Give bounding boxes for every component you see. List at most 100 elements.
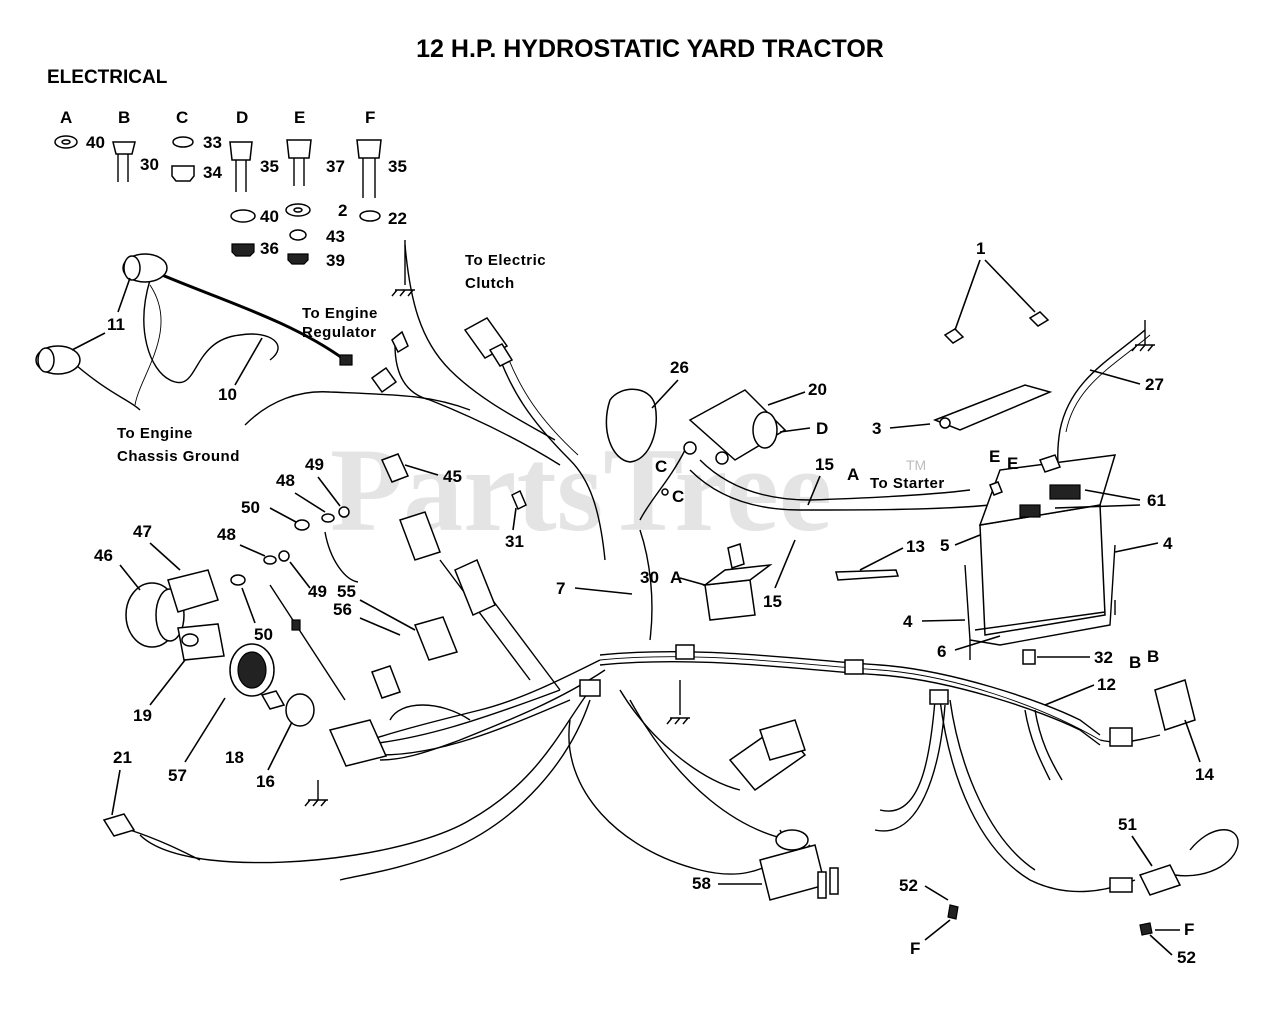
washer-hole-icon — [61, 139, 71, 145]
leader-52b — [1149, 934, 1173, 956]
leader-4b — [921, 619, 966, 622]
leader-4a — [1114, 542, 1159, 553]
ignition-module-top — [759, 719, 806, 761]
tag-b-2: B — [1147, 647, 1159, 666]
washer-50a — [294, 519, 310, 531]
leader-3 — [889, 423, 931, 429]
bolt-head-icon — [229, 141, 253, 161]
battery-terminal-2 — [1049, 484, 1081, 500]
wing-nut-right — [1028, 311, 1050, 327]
harness-to-seat-switch — [939, 699, 1136, 893]
starter-cable-15 — [689, 469, 991, 511]
headlight-plug — [339, 354, 353, 366]
battery-tray-4 — [964, 544, 1116, 646]
leader-56 — [359, 617, 401, 636]
bolt-shank-icon — [235, 160, 247, 192]
tag-f-1: F — [910, 939, 920, 958]
battery-post-e — [1038, 454, 1062, 473]
hardware-letter-f: F — [365, 108, 375, 127]
callout-51: 51 — [1118, 815, 1137, 834]
hardware-letter-c: C — [176, 108, 188, 127]
hardware-num-35b: 35 — [388, 157, 407, 176]
harness-clamp-4 — [579, 679, 601, 697]
flat-washer-hole-icon — [293, 207, 303, 213]
leader-19 — [149, 659, 186, 706]
callout-49a: 49 — [305, 455, 324, 474]
connector-lead-55 — [439, 559, 531, 681]
clutch-wire — [494, 344, 606, 561]
harness-to-coil-2 — [629, 699, 791, 841]
letter-tags: D A C C E E A B B F F — [655, 419, 1194, 958]
callout-15b: 15 — [763, 592, 782, 611]
probe-rod — [269, 584, 346, 701]
harness-branch-b — [874, 704, 946, 832]
hardware-num-40: 40 — [86, 133, 105, 152]
section-label: ELECTRICAL — [47, 67, 168, 88]
hex-nut-icon — [171, 165, 195, 182]
connector-51-mate — [1109, 877, 1133, 893]
ground-wire-left — [244, 391, 471, 426]
tag-c-2: C — [672, 487, 684, 506]
hardware-letter-a: A — [60, 108, 72, 127]
hardware-num-40b: 40 — [260, 207, 279, 226]
callout-7: 7 — [556, 579, 565, 598]
carriage-bolt-shank-icon — [293, 158, 305, 186]
leader-15a — [807, 475, 821, 506]
hardware-num-22: 22 — [388, 209, 407, 228]
regulator-terminal — [391, 330, 409, 354]
ground-symbol-mid — [666, 680, 690, 725]
callout-18: 18 — [225, 748, 244, 767]
callout-52b: 52 — [1177, 948, 1196, 967]
connector-56 — [413, 616, 459, 661]
callout-4a: 4 — [1163, 534, 1173, 553]
tag-c-1: C — [655, 457, 667, 476]
callout-11: 11 — [107, 315, 125, 334]
cable-7 — [639, 529, 653, 641]
leader-15b — [774, 539, 796, 589]
leader-21 — [111, 769, 121, 816]
leader-52a — [924, 885, 949, 901]
hardware-key: A B C D E F 40 30 33 34 35 37 35 40 — [54, 108, 407, 270]
hardware-num-39: 39 — [326, 251, 345, 270]
hardware-num-36: 36 — [260, 239, 279, 258]
lock-nut-icon — [231, 243, 255, 257]
hardware-num-34: 34 — [203, 163, 222, 182]
tag-b-1: B — [1129, 653, 1141, 672]
switch-plunger — [775, 829, 809, 851]
hardware-num-35a: 35 — [260, 157, 279, 176]
key-slot — [181, 633, 199, 647]
hardware-num-30: 30 — [140, 155, 159, 174]
leader-50a — [269, 507, 297, 523]
leader-7 — [574, 587, 633, 595]
callout-19: 19 — [133, 706, 152, 725]
leader-26 — [651, 379, 679, 409]
relay-top — [702, 563, 773, 587]
switch-bundle — [359, 689, 561, 746]
page-title: 12 H.P. HYDROSTATIC YARD TRACTOR — [416, 35, 884, 63]
tag-e-2: E — [1007, 454, 1018, 473]
callout-31: 31 — [505, 532, 524, 551]
callouts: 1 3 4 4 5 6 7 10 11 12 13 14 15 15 16 18… — [71, 239, 1214, 967]
components — [35, 253, 1196, 936]
callout-27: 27 — [1145, 375, 1164, 394]
leader-48a — [294, 492, 326, 513]
switch-bundle-3 — [389, 704, 471, 721]
long-bolt-icon — [356, 139, 382, 159]
leader-10 — [234, 337, 263, 386]
washer-48b — [263, 555, 277, 565]
callout-10: 10 — [218, 385, 237, 404]
leader-61 — [1054, 489, 1141, 509]
battery-tray-legs — [969, 600, 1116, 660]
harness-left-2 — [379, 669, 606, 761]
seat-switch-58 — [759, 844, 826, 901]
wiring-harness — [69, 240, 1239, 893]
harness-left — [369, 659, 601, 741]
battery-5 — [979, 504, 1106, 636]
tag-a-15: A — [847, 465, 859, 484]
harness-clamp-2 — [844, 659, 864, 675]
key-switch-19 — [177, 623, 225, 661]
callout-21: 21 — [113, 748, 132, 767]
leader-30 — [679, 577, 706, 586]
screw-shank-icon — [117, 154, 129, 182]
headlight-wire-10 — [143, 279, 241, 384]
